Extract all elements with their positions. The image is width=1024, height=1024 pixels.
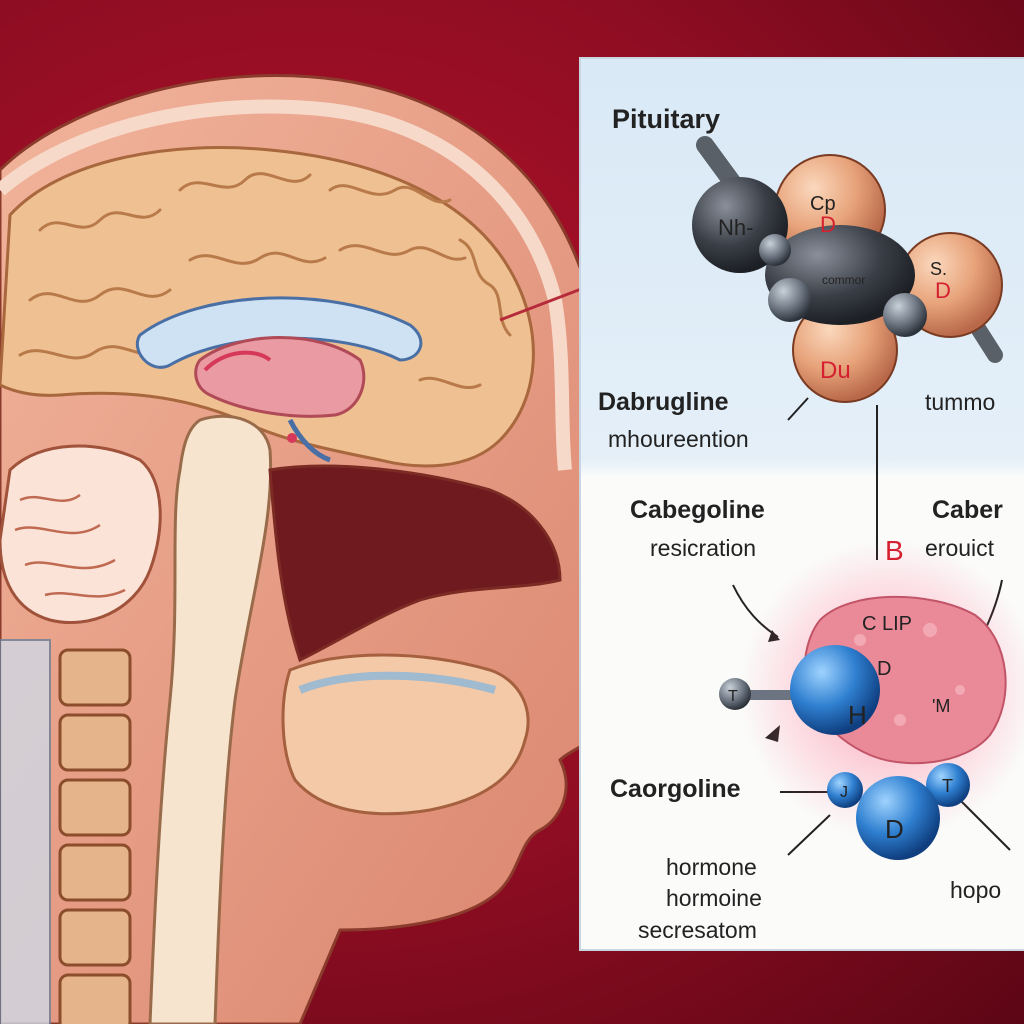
label-dabrugline: Dabrugline	[598, 388, 729, 416]
label-t2-atom: T	[942, 776, 953, 796]
label-mhoureention: mhoureention	[608, 426, 749, 452]
label-d-atom: D	[885, 814, 904, 844]
label-clip-d: D	[877, 658, 891, 680]
label-j-atom: J	[840, 784, 848, 801]
label-m-mark: 'M	[932, 696, 950, 716]
label-hopo: hopo	[950, 877, 1001, 903]
tumor-molecule	[719, 540, 1024, 860]
label-resicration: resicration	[650, 535, 756, 561]
label-hormone-1: hormone	[666, 854, 757, 880]
spine	[0, 639, 132, 1024]
label-commor: commor	[822, 273, 865, 287]
label-t-atom: T	[728, 688, 738, 705]
label-secresatom: secresatom	[638, 917, 757, 943]
label-b-mark: B	[885, 535, 904, 566]
label-erouict: erouict	[925, 535, 995, 561]
label-pituitary: Pituitary	[612, 104, 720, 134]
label-caber: Caber	[932, 496, 1003, 524]
label-h-atom: H	[848, 700, 867, 730]
label-hormone-2: hormoine	[666, 885, 762, 911]
label-nh: Nh-	[718, 215, 753, 240]
label-sd: S.	[930, 259, 947, 279]
label-cd: Cp	[810, 193, 836, 215]
label-sd-d: D	[935, 278, 951, 303]
label-clip: C LIP	[862, 613, 912, 635]
pituitary-molecule	[692, 136, 1003, 403]
label-cabegoline: Cabegoline	[630, 496, 765, 524]
label-tummo: tummo	[925, 389, 995, 415]
label-cd-d: D	[820, 212, 836, 237]
label-du: Du	[820, 357, 851, 384]
label-caorgoline: Caorgoline	[610, 775, 741, 803]
